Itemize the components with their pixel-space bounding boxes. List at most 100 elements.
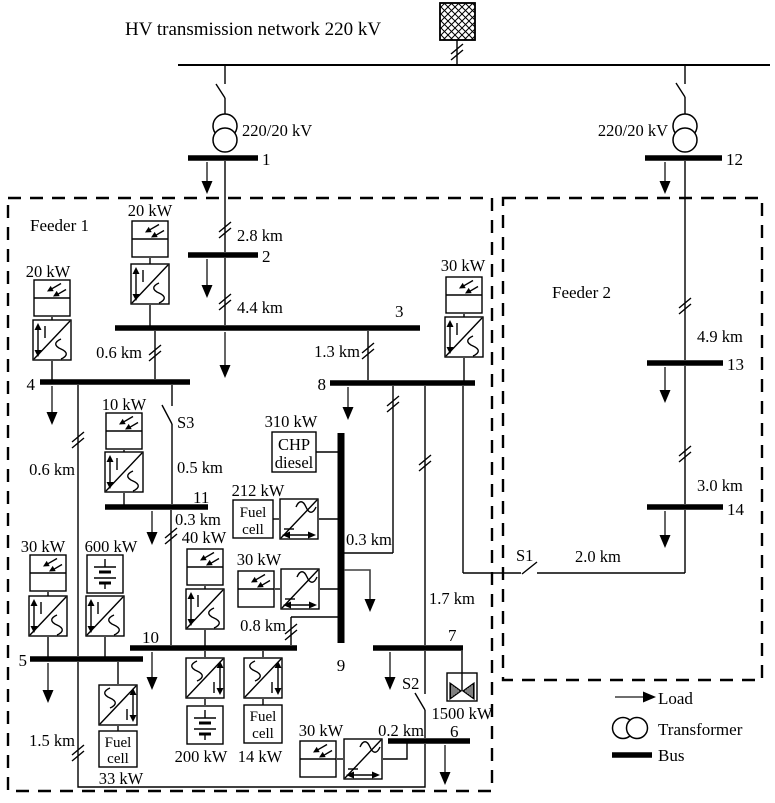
switch-s1-label: S1 <box>516 546 533 565</box>
pv-unit-bus8: 30 kW <box>441 256 486 381</box>
line-5-6-length: 1.5 km <box>29 731 75 750</box>
load-arrow <box>146 677 158 690</box>
pv-bus9-rating: 30 kW <box>237 550 282 569</box>
line-9-10-length: 0.8 km <box>240 616 286 635</box>
line-7-8: 1.7 km <box>418 386 475 645</box>
fuelcell-unit-bus5: Fuel cell 33 kW <box>98 662 144 788</box>
pv-bus10-rating: 40 kW <box>182 528 227 547</box>
diagram-title: HV transmission network 220 kV <box>125 19 381 40</box>
line-3-8: 1.3 km <box>314 331 375 380</box>
line-4-11-switch-s3: S3 0.5 km <box>161 385 223 504</box>
pv-panel-icon <box>446 277 482 313</box>
line-3-4-length: 0.6 km <box>96 343 142 362</box>
bus-14-label: 14 <box>727 500 745 519</box>
load-arrow <box>384 677 396 690</box>
load-arrow <box>342 407 354 420</box>
line-6-7-length: 0.2 km <box>378 721 424 740</box>
bus-11-label: 11 <box>193 488 209 507</box>
line-1-2: 2.8 km <box>218 161 283 252</box>
bus-9-label: 9 <box>337 656 346 675</box>
battery-unit-bus10: 200 kW <box>175 651 228 766</box>
inverter-icon <box>131 264 169 304</box>
pv-bus4-rating: 20 kW <box>26 262 71 281</box>
chp-rating: 310 kW <box>265 412 318 431</box>
fuel-cell-text-1: Fuel <box>105 735 132 751</box>
converter-icon <box>244 658 282 698</box>
fuelcell-bus10-rating: 14 kW <box>238 747 283 766</box>
pv-unit-bus5: 30 kW <box>21 537 67 657</box>
bus-5: 5 <box>19 651 143 703</box>
line-11-10-length: 0.3 km <box>175 510 221 529</box>
fuel-cell-box <box>98 730 138 768</box>
battery-icon <box>187 706 223 744</box>
pv-unit-bus9: 30 kW <box>237 550 341 609</box>
legend-bus: Bus <box>612 746 684 765</box>
transformer-1-label: 220/20 kV <box>242 121 312 140</box>
load-arrow <box>659 390 671 403</box>
bus-4-label: 4 <box>27 375 36 394</box>
fuel-cell-text-2: cell <box>252 726 274 742</box>
pv-unit-bus11: 10 kW <box>102 395 147 505</box>
bus-1: 1 <box>188 150 271 194</box>
chp-box <box>271 431 317 473</box>
bus-10: 10 <box>130 628 297 690</box>
bus-5-label: 5 <box>19 651 28 670</box>
bus-7: 7 <box>373 626 463 690</box>
fuelcell-unit-bus10: Fuel cell 14 kW <box>238 651 283 766</box>
load-arrow <box>146 532 158 545</box>
chp-text-1: CHP <box>278 435 310 454</box>
bus-13-label: 13 <box>727 355 744 374</box>
line-6-7-switch-s2: S2 0.2 km <box>378 651 426 740</box>
fuel-cell-box <box>243 704 283 744</box>
load-arrow <box>201 181 213 194</box>
line-2-3-length: 4.4 km <box>237 298 283 317</box>
chp-diesel-unit-bus9: 310 kW CHP diesel <box>265 412 341 473</box>
pv-bus11-rating: 10 kW <box>102 395 147 414</box>
bus-4: 4 <box>27 375 190 425</box>
pv-bus5-rating: 30 kW <box>21 537 66 556</box>
pv-panel-icon <box>106 413 142 449</box>
chp-text-2: diesel <box>275 453 314 472</box>
load-arrow <box>46 412 58 425</box>
feeder-2-boundary: Feeder 2 <box>501 196 764 682</box>
bus-6-label: 6 <box>450 722 459 741</box>
substation-transformer-2: 220/20 kV <box>598 65 698 153</box>
wind-rating: 1500 kW <box>432 704 493 723</box>
bus-10-label: 10 <box>142 628 159 647</box>
fuelcell-bus9-rating: 212 kW <box>232 481 285 500</box>
battery-bus10-rating: 200 kW <box>175 747 228 766</box>
line-12-13: 4.9 km <box>678 161 743 360</box>
fuel-cell-text-1: Fuel <box>240 505 267 521</box>
pv-panel-icon <box>34 280 70 316</box>
line-7-8-length: 1.7 km <box>429 589 475 608</box>
feeder-1-label: Feeder 1 <box>30 216 89 235</box>
line-4-11-length: 0.5 km <box>177 458 223 477</box>
inverter-icon <box>86 596 124 636</box>
legend-transformer-label: Transformer <box>658 720 743 739</box>
bus-9: 9 <box>337 433 376 675</box>
bus-8-label: 8 <box>318 375 327 394</box>
line-4-5: 0.6 km <box>29 385 85 656</box>
bus-7-label: 7 <box>448 626 457 645</box>
legend: Load Transformer Bus <box>611 689 743 765</box>
hv-transmission-line: HV transmission network 220 kV <box>125 19 770 66</box>
battery-bus5-rating: 600 kW <box>85 537 138 556</box>
bus-14: 14 <box>647 500 745 548</box>
pv-bus3-rating: 20 kW <box>128 201 173 220</box>
fuelcell-bus5-rating: 33 kW <box>99 769 144 788</box>
bus-2: 2 <box>188 247 271 298</box>
legend-load: Load <box>615 689 693 708</box>
converter-icon <box>280 499 318 539</box>
bus-13: 13 <box>647 355 744 403</box>
pv-bus8-rating: 30 kW <box>441 256 486 275</box>
line-13-14-length: 3.0 km <box>697 476 743 495</box>
line-5-6: 1.5 km <box>29 662 426 788</box>
converter-icon <box>281 569 319 609</box>
pv-unit-bus4: 20 kW <box>26 262 71 380</box>
switch-s2-blade <box>414 692 426 711</box>
line-8-14-switch-s1: S1 2.0 km <box>462 386 686 575</box>
load-arrow <box>42 690 54 703</box>
bus-11: 11 <box>105 488 209 545</box>
battery-icon <box>87 555 123 593</box>
